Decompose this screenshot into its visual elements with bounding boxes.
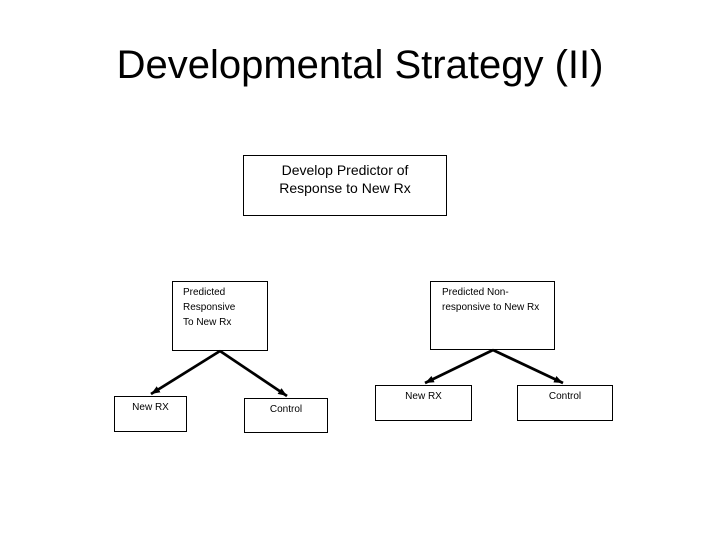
develop-predictor-line-1: Develop Predictor of <box>281 162 409 178</box>
connector-left-to-newrx <box>150 349 221 396</box>
left-control-box: Control <box>244 398 328 433</box>
predicted-responsive-line-3: To New Rx <box>183 317 232 328</box>
predicted-nonresponsive-box: Predicted Non- responsive to New Rx <box>430 281 555 350</box>
slide-title: Developmental Strategy (II) <box>116 43 604 87</box>
develop-predictor-line-2: Response to New Rx <box>279 180 411 196</box>
connector-right-to-control <box>492 348 564 385</box>
right-control-box: Control <box>517 385 613 421</box>
left-control-label: Control <box>269 404 303 415</box>
predicted-nonresponsive-line-1: Predicted Non- <box>442 287 509 298</box>
right-newrx-box: New RX <box>375 385 472 421</box>
predicted-responsive-line-2: Responsive <box>183 302 236 313</box>
left-newrx-label: New RX <box>132 402 169 413</box>
predicted-responsive-box: Predicted Responsive To New Rx <box>172 281 268 351</box>
connector-right-to-newrx <box>424 348 494 385</box>
predicted-responsive-line-1: Predicted <box>183 287 226 298</box>
right-newrx-label: New RX <box>405 391 442 402</box>
predicted-nonresponsive-line-2: responsive to New Rx <box>442 302 540 313</box>
connector-left-to-control <box>219 349 288 398</box>
develop-predictor-box: Develop Predictor of Response to New Rx <box>243 155 447 216</box>
left-newrx-box: New RX <box>114 396 187 432</box>
right-control-label: Control <box>548 391 582 402</box>
